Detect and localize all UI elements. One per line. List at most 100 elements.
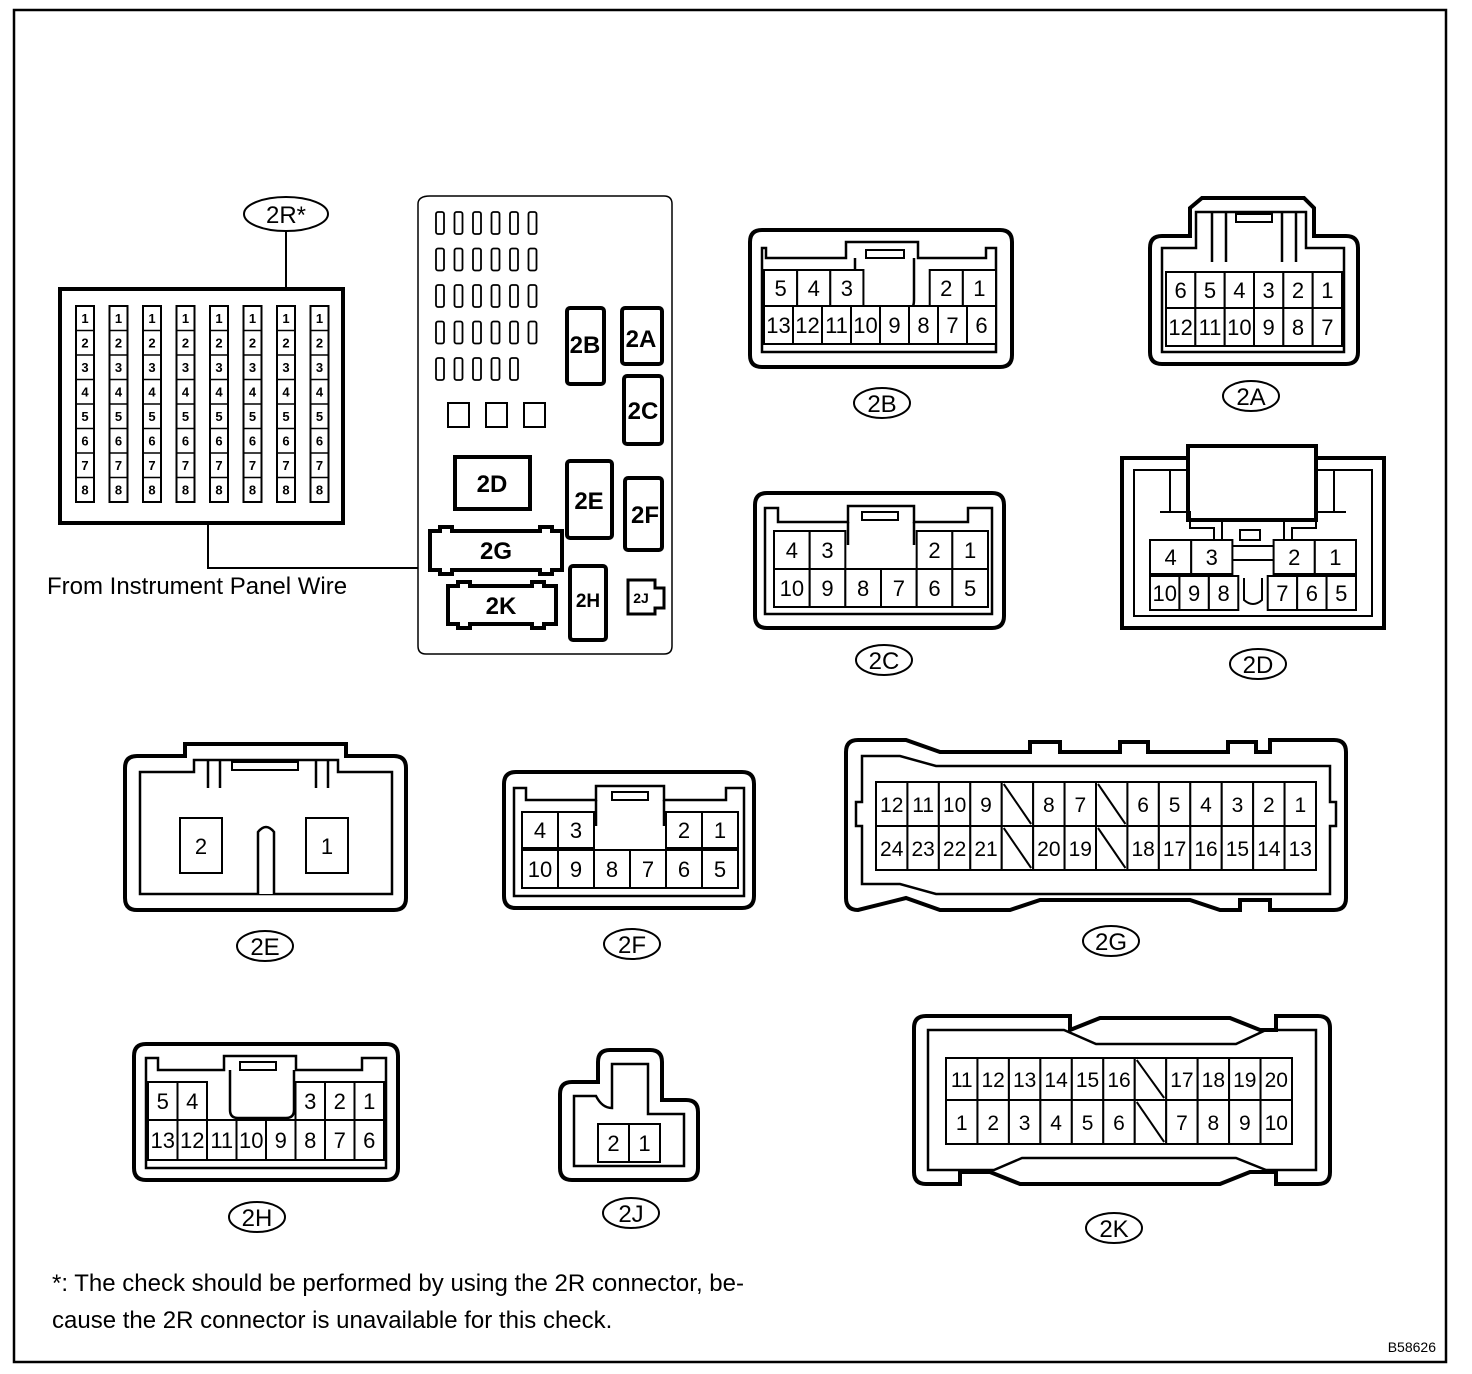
pin-number: 6 [1175,278,1187,303]
svg-text:2J: 2J [633,590,649,606]
fuse-slot [435,211,445,235]
pin-cavity [821,305,852,345]
pin-number: 4 [186,1089,198,1114]
pin-cavity [1311,307,1343,347]
2r-pin-number: 5 [282,409,289,424]
connector-2d-label-oval [1229,648,1287,680]
pin-cavity [1178,575,1210,611]
pin-number: 8 [1217,581,1229,606]
pin-number: 8 [304,1128,316,1153]
2r-pin-number: 1 [215,311,222,326]
2r-pin-number: 2 [282,336,289,351]
connector-2f-label-oval [603,928,661,960]
connector-2f-label: 2F [618,932,646,959]
2r-pin-number: 1 [148,311,155,326]
connector-2j-label: 2J [618,1201,643,1228]
pin-number: 7 [334,1128,346,1153]
pin-cavity [937,305,968,345]
fuse-slot [435,357,445,381]
2r-pin-number: 1 [115,311,122,326]
pin-cavity [1165,1099,1199,1145]
pin-cavity [1189,781,1223,827]
fuse-slot [453,357,464,381]
junction-fuse-grid [435,211,538,381]
fuse-slot [509,357,519,381]
pin-number: 7 [1074,794,1086,817]
2r-pin-number: 5 [316,409,323,424]
pin-cavity [1196,1057,1231,1101]
fuse-slot [490,247,501,272]
2r-pin-number: 6 [282,434,289,449]
pin-cavity [976,1057,1010,1101]
svg-text:2B: 2B [570,332,601,359]
slot-2d: 2D [453,455,532,511]
pin-cavity [879,305,910,345]
slot-2b: 2B [565,306,606,386]
pin-cavity [701,849,739,889]
pin-number: 23 [911,838,934,861]
pin-number: 6 [1137,794,1149,817]
pin-number: 5 [964,576,976,601]
2r-pin-number: 5 [81,409,88,424]
2r-pin-number: 2 [215,336,222,351]
pin-cavity [1223,307,1255,347]
pin-cavity [1282,307,1314,347]
2r-pin-number: 1 [182,311,189,326]
pin-cavity [1063,825,1097,871]
2r-pin-number: 8 [215,483,222,498]
figure-id: B58626 [1388,1339,1436,1355]
pin-number: 9 [570,857,582,882]
pin-number: 22 [943,838,966,861]
pin-cavity [1189,825,1223,871]
pin-number: 5 [774,276,786,301]
2r-pin-number: 6 [115,434,122,449]
pin-number: 9 [275,1128,287,1153]
pin-number: 21 [974,838,997,861]
2r-pin-number: 5 [182,409,189,424]
2r-pin-number: 7 [316,458,323,473]
2r-pin-number: 2 [148,336,155,351]
slot-2h: 2H [568,564,608,642]
pin-number: 14 [1257,838,1281,861]
pin-cavity [808,530,847,570]
pin-number: 2 [334,1089,346,1114]
connector-2g-label: 2G [1095,929,1127,956]
2r-pin-number: 4 [249,385,257,400]
2r-pin-number: 5 [215,409,222,424]
2r-pin-number: 6 [182,434,189,449]
pin-number: 4 [808,276,820,301]
pin-number: 4 [1233,278,1245,303]
2r-pin-number: 2 [182,336,189,351]
pin-number: 1 [1321,278,1333,303]
fuse-slot [472,320,482,345]
2r-pin-number: 3 [316,360,323,375]
pin-cavity [521,811,559,849]
connector-2g-label-oval [1082,925,1140,957]
2r-pin-number: 8 [81,483,88,498]
2r-pin-number: 6 [316,434,323,449]
pin-number: 10 [1227,315,1251,340]
pin-cavity [1149,575,1181,611]
pin-number: 20 [1037,838,1060,861]
pin-cavity [951,530,989,570]
slot-2j: 2J [626,578,666,616]
pin-cavity [176,1081,208,1121]
connector-2c-label: 2C [869,648,900,675]
fuse-slot [472,211,482,235]
pin-cavity [147,1119,179,1161]
pin-number: 4 [1200,794,1212,817]
fuse-slot [509,247,519,272]
pin-cavity [1311,271,1343,309]
pin-cavity [1259,1099,1293,1145]
2r-pin-number: 7 [115,458,122,473]
2r-pin-number: 5 [115,409,122,424]
pin-number: 11 [1199,315,1222,340]
